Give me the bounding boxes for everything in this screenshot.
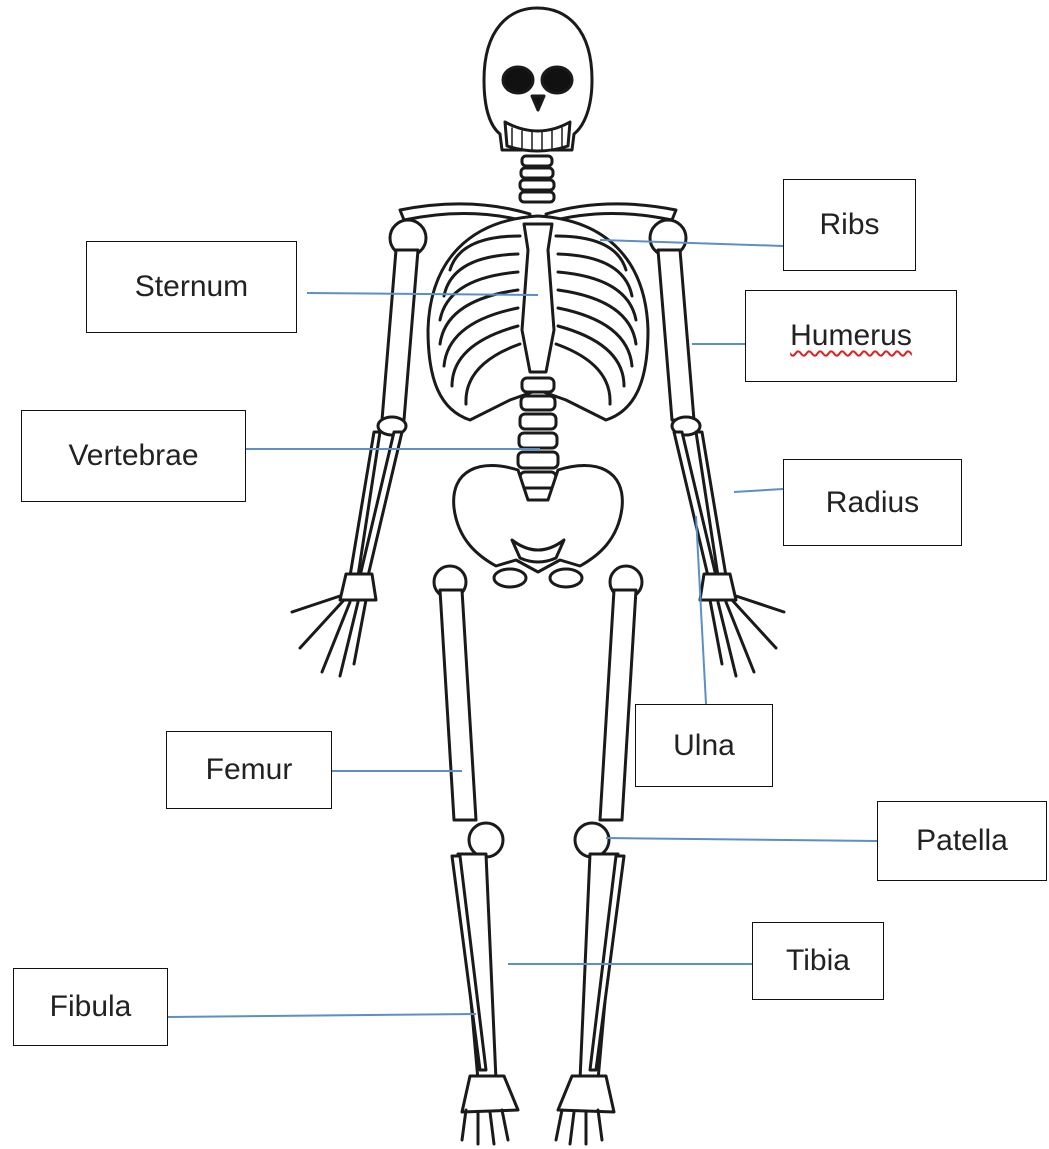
label-vertebrae-text: Vertebrae — [68, 439, 198, 473]
left-leg — [434, 566, 518, 1144]
label-radius-text: Radius — [826, 486, 919, 520]
right-arm — [650, 220, 784, 676]
label-tibia: Tibia — [752, 922, 884, 1000]
label-ribs: Ribs — [783, 179, 916, 271]
label-tibia-text: Tibia — [786, 944, 850, 978]
label-ribs-text: Ribs — [819, 208, 879, 242]
label-ulna-text: Ulna — [673, 729, 735, 763]
label-femur-text: Femur — [206, 753, 293, 787]
label-sternum: Sternum — [86, 241, 297, 333]
label-sternum-text: Sternum — [135, 270, 248, 304]
right-leg — [556, 566, 642, 1144]
label-ulna: Ulna — [635, 704, 773, 787]
label-humerus-text: Humerus — [790, 319, 912, 353]
label-fibula-text: Fibula — [50, 990, 132, 1024]
label-humerus: Humerus — [745, 290, 957, 382]
left-arm — [292, 220, 426, 676]
label-radius: Radius — [783, 459, 962, 546]
label-fibula: Fibula — [13, 968, 168, 1046]
label-patella-text: Patella — [916, 824, 1008, 858]
label-femur: Femur — [166, 731, 332, 809]
label-vertebrae: Vertebrae — [21, 410, 246, 502]
skull — [484, 8, 592, 151]
label-patella: Patella — [877, 801, 1047, 881]
neck-vertebrae — [520, 156, 554, 202]
